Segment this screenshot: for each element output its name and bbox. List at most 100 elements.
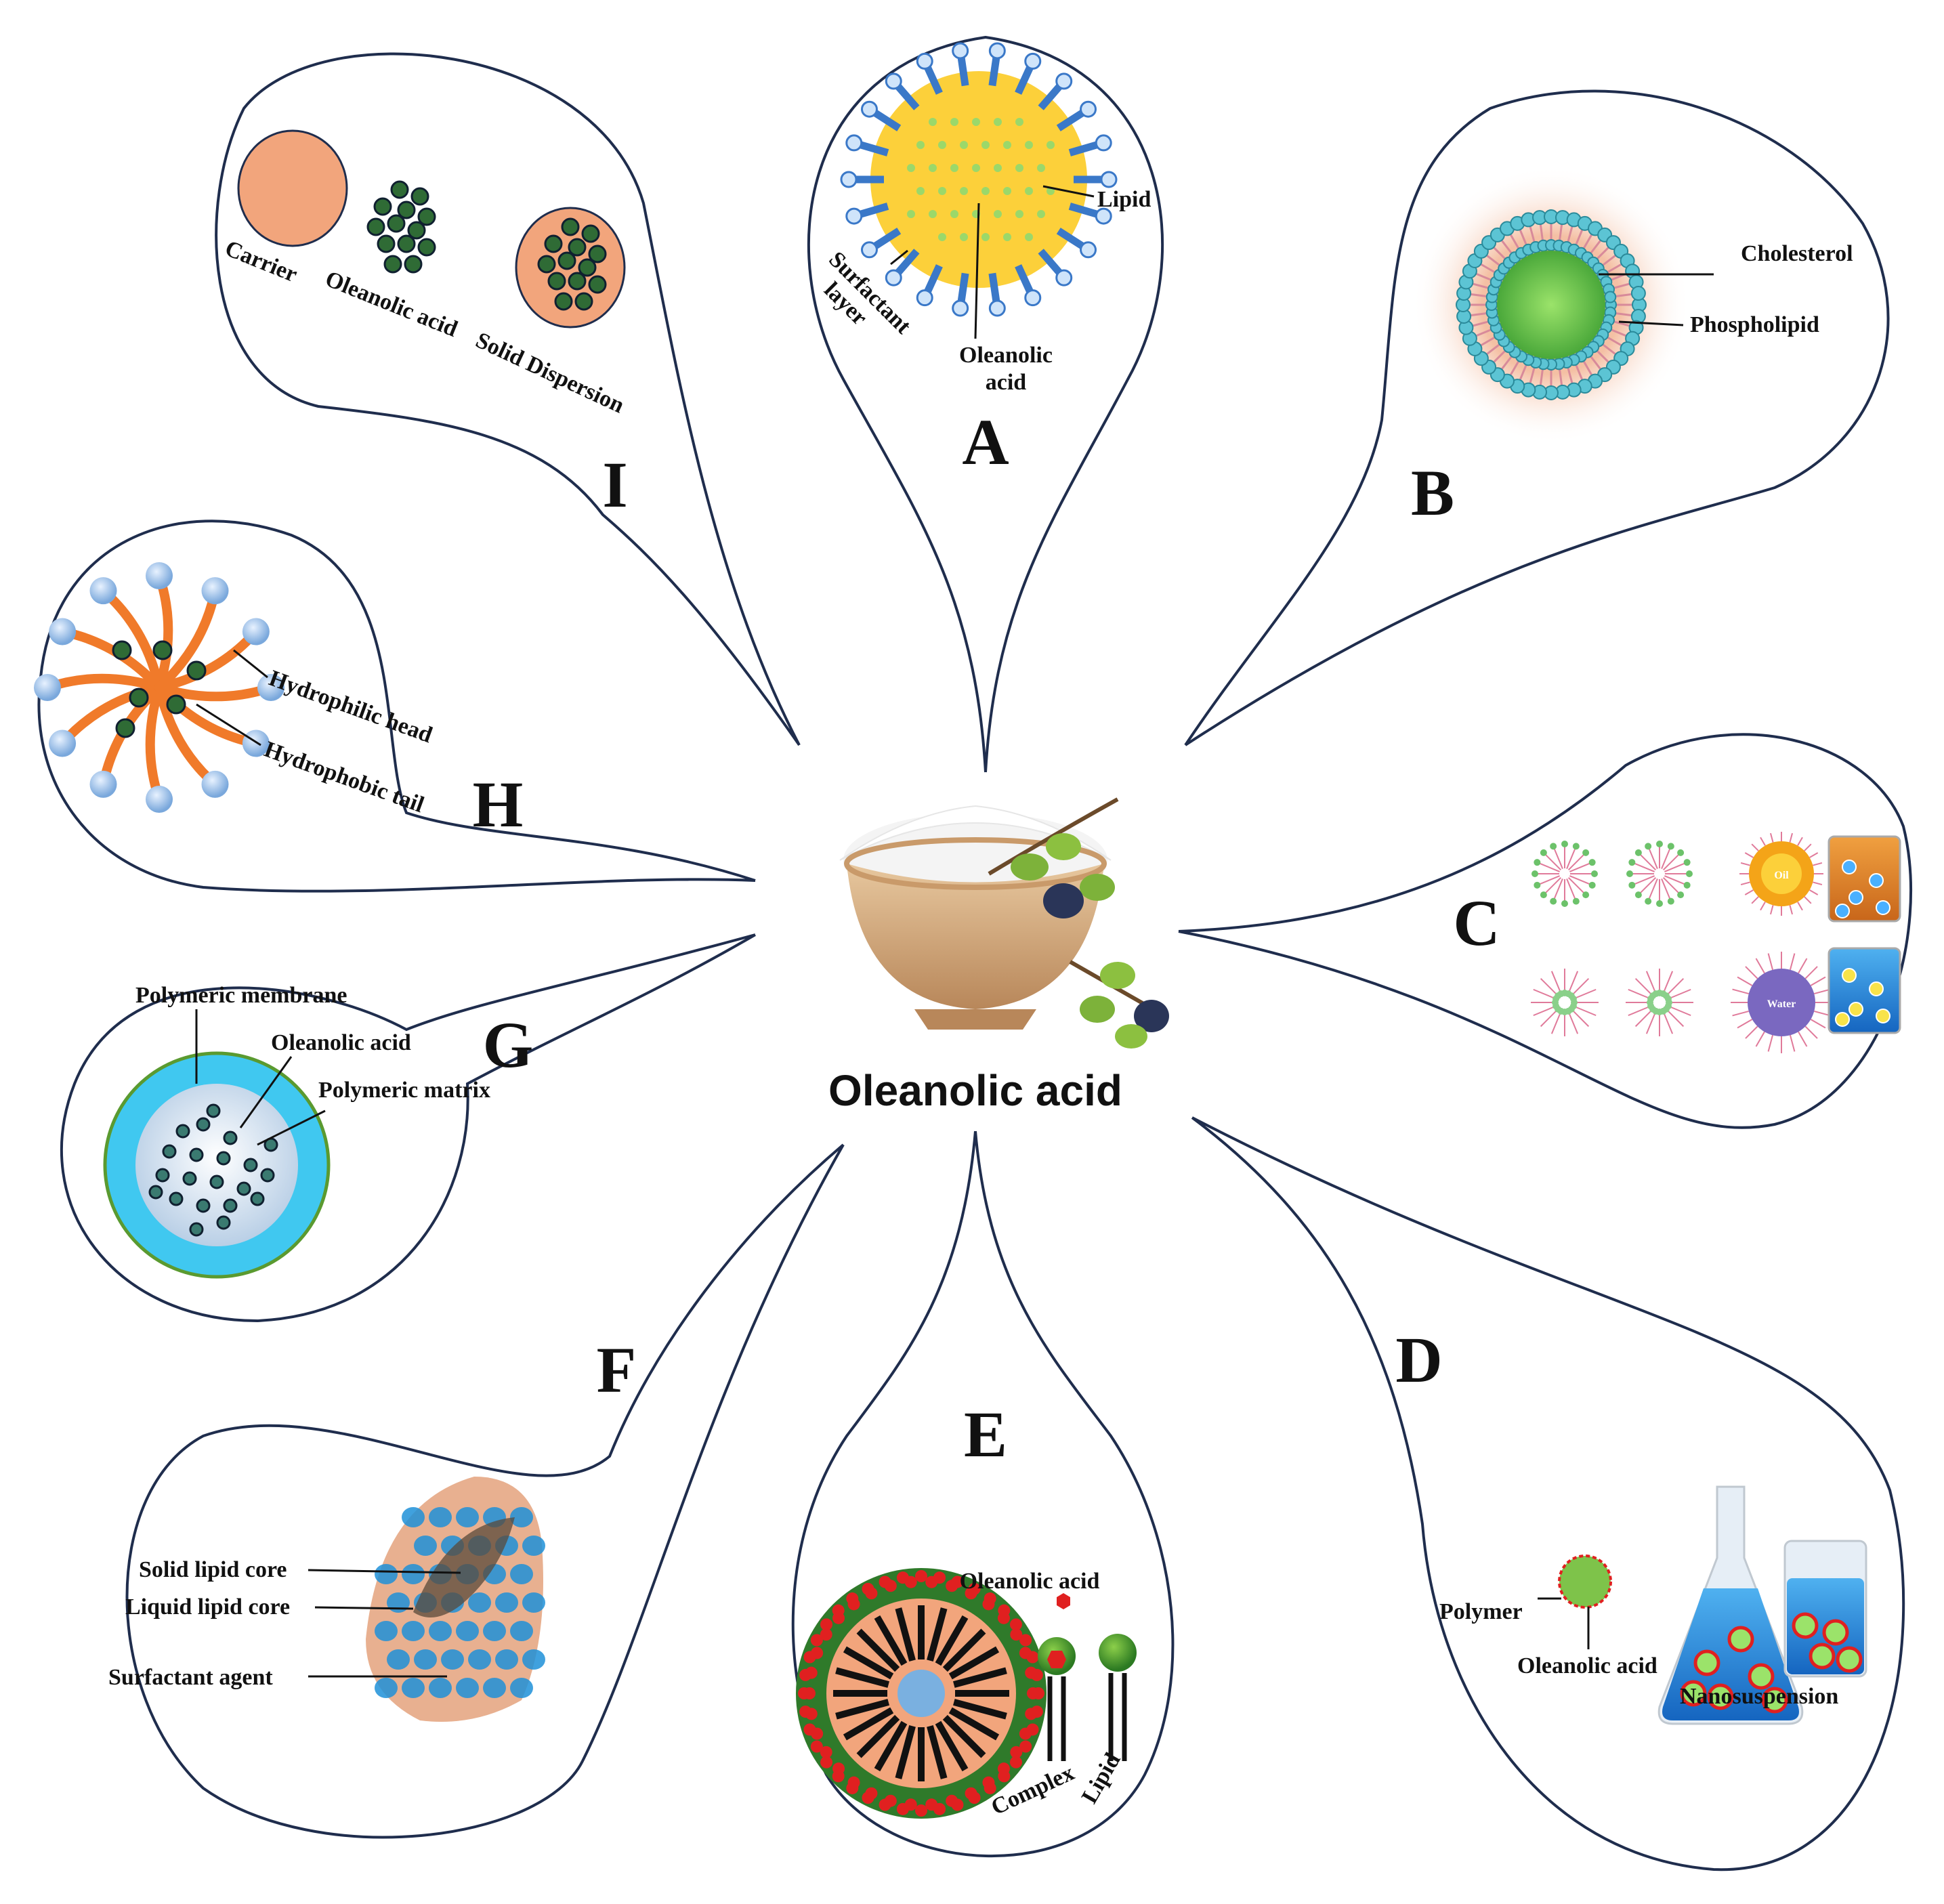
hydrophilic-head — [34, 674, 61, 701]
oleanolic-acid-dot — [1019, 1634, 1032, 1647]
surfactant-head — [1656, 900, 1663, 907]
oleanolic-acid-dot — [397, 200, 416, 219]
surfactant-tail — [1744, 889, 1754, 895]
oleanolic-acid-dot — [568, 238, 587, 257]
panel-E-phytosome — [796, 1568, 1137, 1819]
oleanolic-acid-dot — [189, 1147, 204, 1162]
drug-dot — [1003, 233, 1011, 241]
panel-B-liposome — [1412, 166, 1714, 444]
surfactant-molecule — [1068, 141, 1099, 156]
surfactant-molecule — [1056, 109, 1085, 131]
oleanolic-acid-dot — [915, 1570, 927, 1582]
label-oil: Oil — [1774, 870, 1789, 881]
drug-dot — [916, 141, 925, 149]
phospholipid-tail — [1475, 272, 1492, 282]
oleanolic-acid-dot — [169, 1191, 184, 1206]
label-polymer: Polymer — [1439, 1599, 1523, 1624]
hydrophobic-tail — [154, 571, 173, 692]
phospholipid-tail — [1529, 226, 1536, 243]
lipid-cell — [429, 1621, 452, 1641]
phospholipid-tail — [1614, 312, 1632, 317]
lipid-tail — [927, 1607, 948, 1662]
surfactant-head — [1656, 841, 1663, 847]
phospholipid-tail — [1613, 282, 1630, 289]
label-polymeric-membrane: Polymeric membrane — [135, 983, 347, 1008]
lipid-tail — [843, 1646, 894, 1680]
oleanolic-acid-dot — [537, 255, 556, 274]
drug-dot — [938, 233, 946, 241]
surfactant-head — [988, 299, 1006, 317]
panel-F-nanostructured-lipid-carrier — [308, 1477, 545, 1722]
surfactant-head — [860, 100, 878, 118]
surfactant-tail — [1804, 896, 1812, 904]
phospholipid-tail — [1470, 293, 1488, 298]
surfactant-tail — [1668, 1011, 1685, 1028]
label-solid-lipid-core: Solid lipid core — [139, 1557, 287, 1582]
surfactant-head — [1683, 859, 1691, 866]
surfactant-head — [988, 42, 1006, 60]
surfactant-head — [885, 72, 902, 90]
surfactant-head — [1645, 843, 1652, 850]
surfactant-tail — [1533, 1006, 1554, 1017]
surfactant-head — [1100, 171, 1118, 188]
surfactant-tail — [1755, 1031, 1765, 1047]
surfactant-head — [1588, 859, 1596, 866]
surfactant-tail — [1814, 988, 1831, 995]
oleanolic-acid-dot — [182, 1171, 197, 1186]
droplet — [1835, 1012, 1850, 1027]
oleanolic-acid-dot — [965, 1587, 977, 1600]
surfactant-head — [1534, 859, 1541, 866]
surfactant-tail — [1662, 876, 1681, 895]
petal-I — [215, 52, 801, 746]
hydrophilic-head — [89, 770, 117, 798]
lipid-cell — [510, 1678, 533, 1698]
oleanolic-acid-dot — [1019, 1740, 1032, 1753]
surfactant-head — [1540, 849, 1547, 856]
oleanolic-acid-dot — [803, 1687, 816, 1699]
surfactant-tail — [1797, 902, 1803, 911]
surfactant-head — [1569, 995, 1577, 1002]
oleanolic-acid-dot — [410, 187, 429, 206]
phospholipid-tail — [1539, 368, 1544, 386]
surfactant-tail — [1553, 847, 1563, 869]
oleanolic-acid-dot — [366, 217, 385, 236]
drug-dot — [960, 233, 968, 241]
surfactant-tail — [1797, 837, 1803, 846]
surfactant-head — [1667, 897, 1674, 905]
label-hydrophobic-tail: Hydrophobic tail — [261, 737, 427, 818]
surfactant-tail — [1648, 847, 1658, 869]
surfactant-head — [845, 134, 863, 152]
surfactant-head — [952, 299, 969, 317]
surfactant-head — [952, 42, 969, 60]
lipid-tail — [935, 1615, 969, 1666]
oleanolic-acid-dot — [965, 1787, 977, 1800]
lipid-cell — [456, 1507, 479, 1527]
lipid-cell — [495, 1592, 518, 1613]
surfactant-tail — [1789, 905, 1794, 915]
surfactant-head — [1572, 897, 1580, 905]
surfactant-tail — [1732, 1010, 1749, 1017]
surfactant-head — [1582, 849, 1590, 856]
oleanolic-acid-dot — [390, 180, 409, 199]
phospholipid-tail — [1601, 254, 1617, 267]
surfactant-tail — [1760, 837, 1766, 846]
label-nanosuspension: Nanosuspension — [1680, 1684, 1838, 1709]
lipid-tail — [874, 1720, 908, 1772]
surfactant-head — [1634, 891, 1642, 899]
surfactant-molecule — [872, 228, 902, 250]
surfactant-molecule — [895, 249, 920, 276]
lipid-tail — [927, 1725, 948, 1779]
lipid-tail — [953, 1699, 1007, 1720]
label-oleanolic-2: acid — [986, 370, 1027, 395]
surfactant-head — [1055, 269, 1073, 287]
surfactant-tail — [1804, 966, 1818, 979]
surfactant-head — [1588, 881, 1596, 889]
drug-dot — [960, 187, 968, 195]
phospholipid-tail — [1613, 320, 1630, 327]
surfactant-head — [916, 289, 933, 307]
surfactant-tail — [1566, 847, 1576, 869]
oleanolic-acid-dot — [1019, 1727, 1032, 1740]
surfactant-tail — [1810, 976, 1826, 986]
oleanolic-acid-dot — [865, 1787, 878, 1800]
drug-dot — [960, 141, 968, 149]
